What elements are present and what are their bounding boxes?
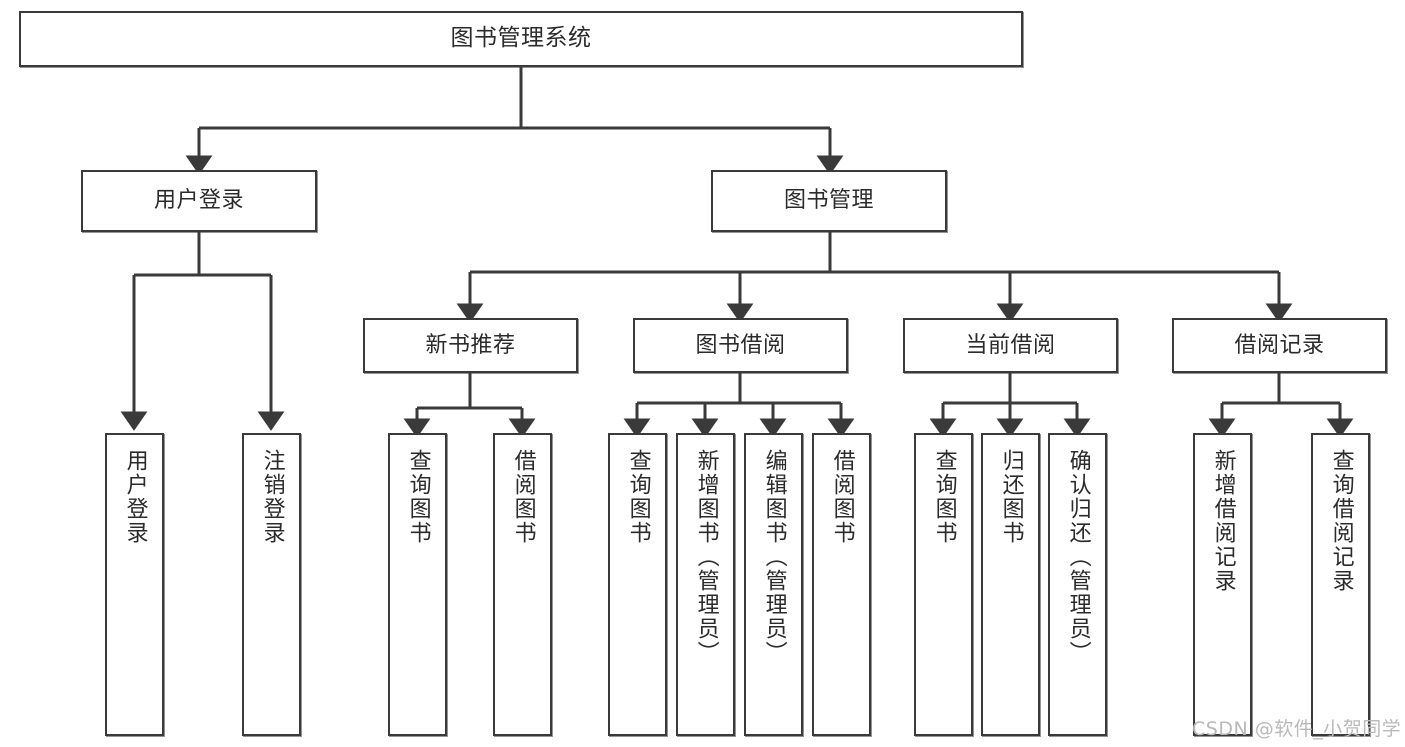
node-label: 确认归还（管理员） <box>1065 449 1091 665</box>
node-label: 借阅记录 <box>1234 332 1325 358</box>
leaf-confirm-return-admin[interactable]: 确认归还（管理员） <box>1048 433 1107 736</box>
leaf-add-borrow-record[interactable]: 新增借阅记录 <box>1193 433 1252 736</box>
leaf-query-book-new-recommend[interactable]: 查询图书 <box>388 433 447 736</box>
node-label: 新增借阅记录 <box>1210 449 1236 593</box>
node-label: 用户登录 <box>122 449 148 545</box>
node-label: 当前借阅 <box>965 332 1056 358</box>
csdn-watermark: CSDN @软件_小贺同学 <box>1192 718 1402 740</box>
node-label: 注销登录 <box>259 449 285 545</box>
leaf-user-login[interactable]: 用户登录 <box>105 433 164 736</box>
node-label: 新增图书（管理员） <box>693 449 719 665</box>
node-user-login[interactable]: 用户登录 <box>81 170 317 232</box>
node-book-borrow[interactable]: 图书借阅 <box>633 318 848 373</box>
node-label: 图书管理系统 <box>450 25 592 52</box>
leaf-query-borrow-record[interactable]: 查询借阅记录 <box>1311 433 1370 736</box>
node-label: 新书推荐 <box>425 332 516 358</box>
node-label: 编辑图书（管理员） <box>761 449 787 665</box>
node-label: 图书借阅 <box>695 332 786 358</box>
leaf-borrow-book-new-recommend[interactable]: 借阅图书 <box>493 433 552 736</box>
leaf-borrow-book-borrow[interactable]: 借阅图书 <box>812 433 871 736</box>
node-label: 用户登录 <box>153 188 244 214</box>
leaf-query-book-borrow[interactable]: 查询图书 <box>608 433 667 736</box>
node-label: 借阅图书 <box>510 449 536 545</box>
leaf-logout-login[interactable]: 注销登录 <box>242 433 301 736</box>
node-borrow-record[interactable]: 借阅记录 <box>1172 318 1387 373</box>
node-book-management[interactable]: 图书管理 <box>711 170 947 232</box>
leaf-edit-book-admin[interactable]: 编辑图书（管理员） <box>744 433 803 736</box>
leaf-query-book-current[interactable]: 查询图书 <box>914 433 973 736</box>
node-label: 归还图书 <box>998 449 1024 545</box>
node-current-borrow[interactable]: 当前借阅 <box>903 318 1118 373</box>
leaf-add-book-admin[interactable]: 新增图书（管理员） <box>676 433 735 736</box>
node-new-book-recommend[interactable]: 新书推荐 <box>363 318 578 373</box>
node-label: 图书管理 <box>783 188 874 214</box>
node-label: 查询图书 <box>931 449 957 545</box>
node-label: 查询图书 <box>405 449 431 545</box>
node-label: 借阅图书 <box>829 449 855 545</box>
node-label: 查询借阅记录 <box>1328 449 1354 593</box>
leaf-return-book[interactable]: 归还图书 <box>981 433 1040 736</box>
node-label: 查询图书 <box>625 449 651 545</box>
node-root-book-management-system[interactable]: 图书管理系统 <box>19 11 1023 67</box>
